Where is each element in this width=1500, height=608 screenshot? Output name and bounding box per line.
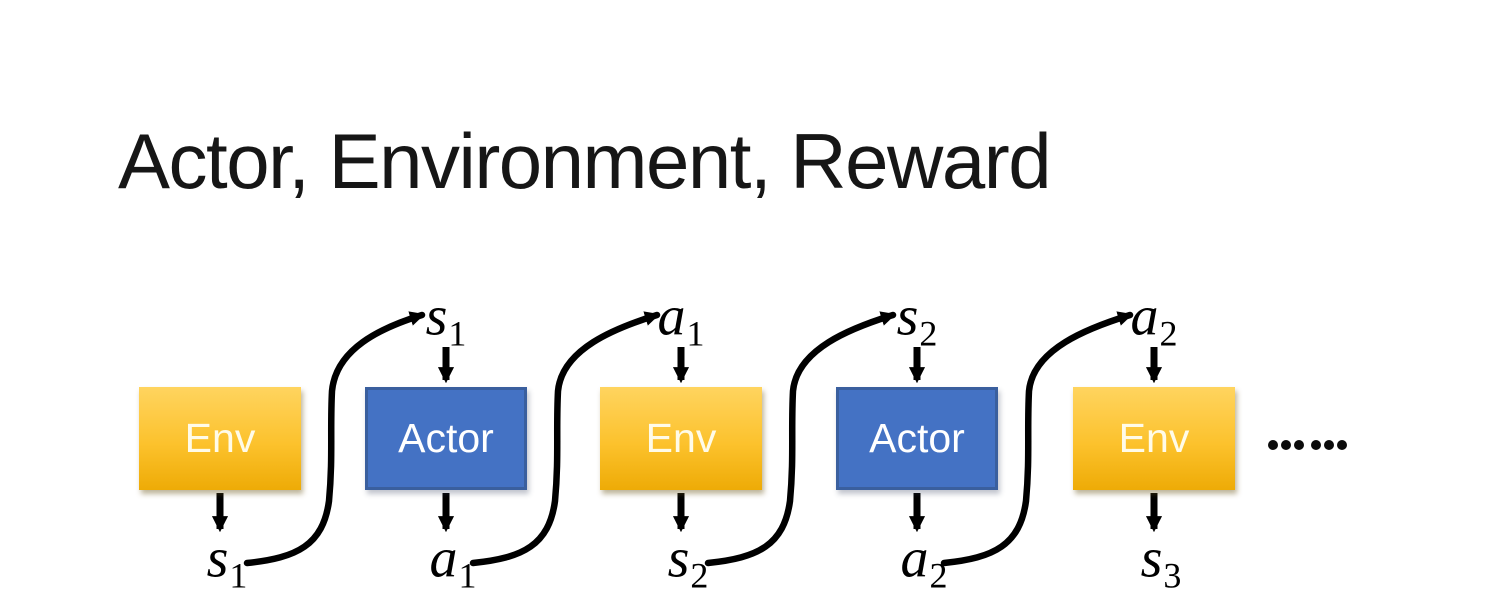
actor-box-2: Actor [365,387,527,490]
symbol-subscript: 2 [1159,313,1178,354]
feedback-arrow-s1 [243,311,426,567]
symbol-subscript: 2 [919,313,938,354]
ellipsis-dot [1294,440,1304,450]
symbol-subscript: 2 [929,555,948,596]
feedback-arrow-a2 [940,311,1134,567]
symbol-subscript: 2 [690,555,709,596]
symbol-subscript: 1 [448,313,467,354]
symbol-base: a [1130,285,1159,348]
symbol-base: s [206,527,229,590]
box-label: Actor [869,415,965,461]
symbol-subscript: 3 [1163,555,1182,596]
env-box-3: Env [600,387,762,490]
top-label-a2: a2 [1131,289,1178,352]
box-label: Env [184,415,256,461]
symbol-base: a [657,285,686,348]
env-box-1: Env [139,387,301,490]
symbol-base: a [429,527,458,590]
slide-title: Actor, Environment, Reward [118,117,1052,205]
top-label-a1: a1 [658,289,705,352]
bottom-label-s1: s1 [207,531,248,594]
top-label-s1: s1 [426,289,467,352]
ellipsis-dot [1311,440,1321,450]
ellipsis-dot [1324,440,1334,450]
ellipsis-dot [1268,440,1278,450]
symbol-base: s [425,285,448,348]
symbol-subscript: 1 [686,313,705,354]
env-box-5: Env [1073,387,1235,490]
feedback-arrow-a1 [469,311,661,567]
top-label-s2: s2 [897,289,938,352]
symbol-base: s [667,527,690,590]
symbol-subscript: 1 [458,555,477,596]
box-label: Env [645,415,717,461]
symbol-base: s [896,285,919,348]
box-label: Actor [398,415,494,461]
symbol-subscript: 1 [229,555,248,596]
box-label: Env [1118,415,1190,461]
actor-box-4: Actor [836,387,998,490]
ellipsis-dot [1281,440,1291,450]
bottom-label-s3: s3 [1141,531,1182,594]
bottom-label-a2: a2 [901,531,948,594]
symbol-base: a [900,527,929,590]
ellipsis-dot [1337,440,1347,450]
symbol-base: s [1140,527,1163,590]
bottom-label-s2: s2 [668,531,709,594]
feedback-arrow-s2 [704,311,897,567]
bottom-label-a1: a1 [430,531,477,594]
